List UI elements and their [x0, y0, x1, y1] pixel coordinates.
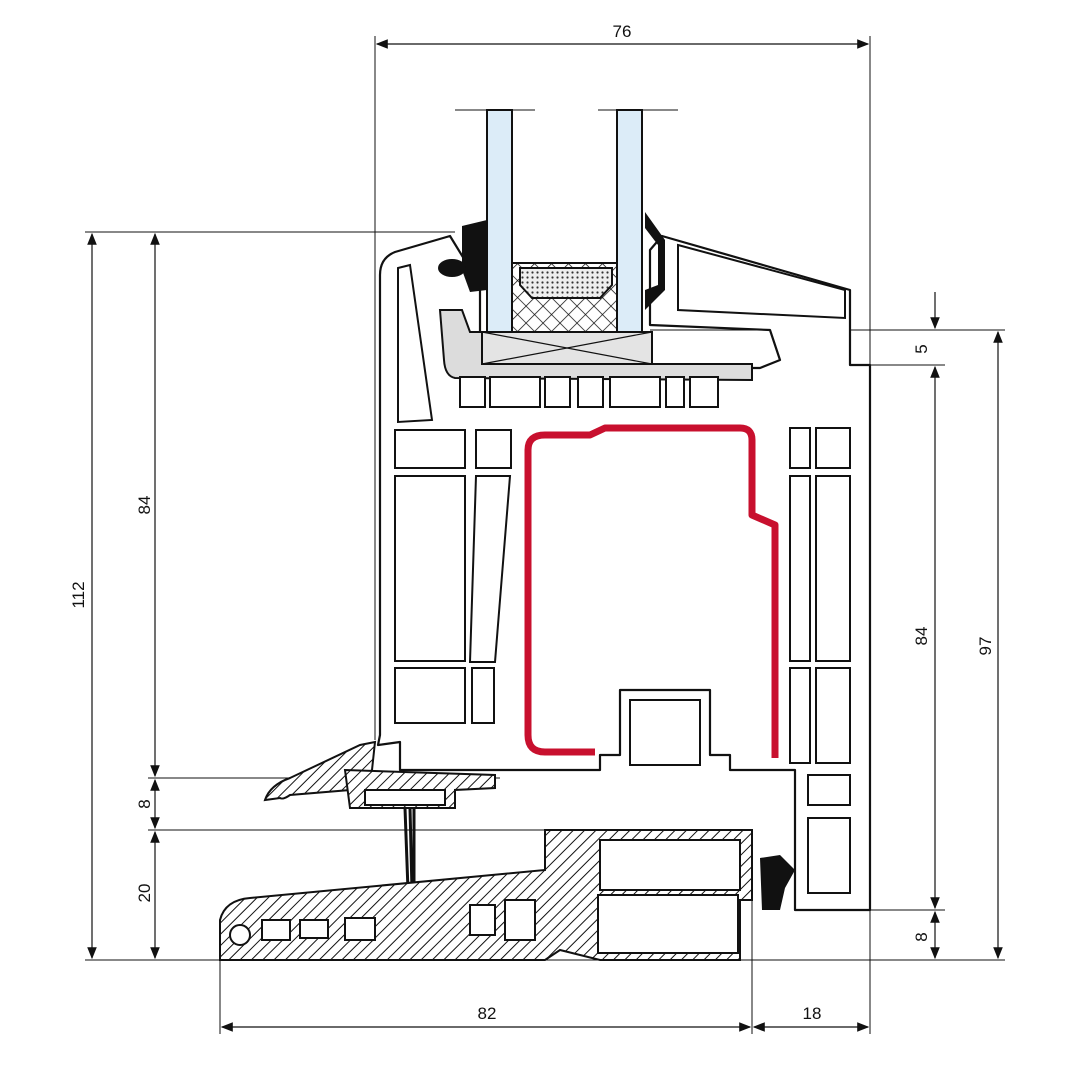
- dim-left-total: 112: [69, 581, 88, 608]
- glass-pane-inner: [486, 109, 513, 333]
- dim-right-total: 97: [976, 637, 995, 656]
- sash-profile: [376, 234, 872, 912]
- dim-right-bottom: 8: [912, 932, 931, 941]
- dim-left-sash: 84: [135, 496, 154, 515]
- glass-pane-outer: [616, 109, 643, 333]
- dim-left-sill: 20: [135, 884, 154, 903]
- glazing-bead: [438, 309, 753, 382]
- brush-seal: [403, 807, 416, 891]
- dim-bottom-sill: 82: [478, 1004, 497, 1023]
- dim-top-width: 76: [613, 22, 632, 41]
- dimension-lines: [87, 39, 1003, 1032]
- dim-right-frame: 84: [912, 627, 931, 646]
- glazing: [455, 109, 678, 365]
- dim-right-top: 5: [912, 344, 931, 353]
- dimension-labels: 76 112 84 8 20 82 18 5 84 8 97: [69, 22, 995, 1023]
- gaskets: [438, 212, 795, 910]
- dim-left-gap: 8: [135, 799, 154, 808]
- dim-bottom-frame: 18: [803, 1004, 822, 1023]
- sill-profile: [219, 740, 753, 961]
- chambers: [394, 376, 851, 894]
- steel-reinforcement: [524, 424, 779, 758]
